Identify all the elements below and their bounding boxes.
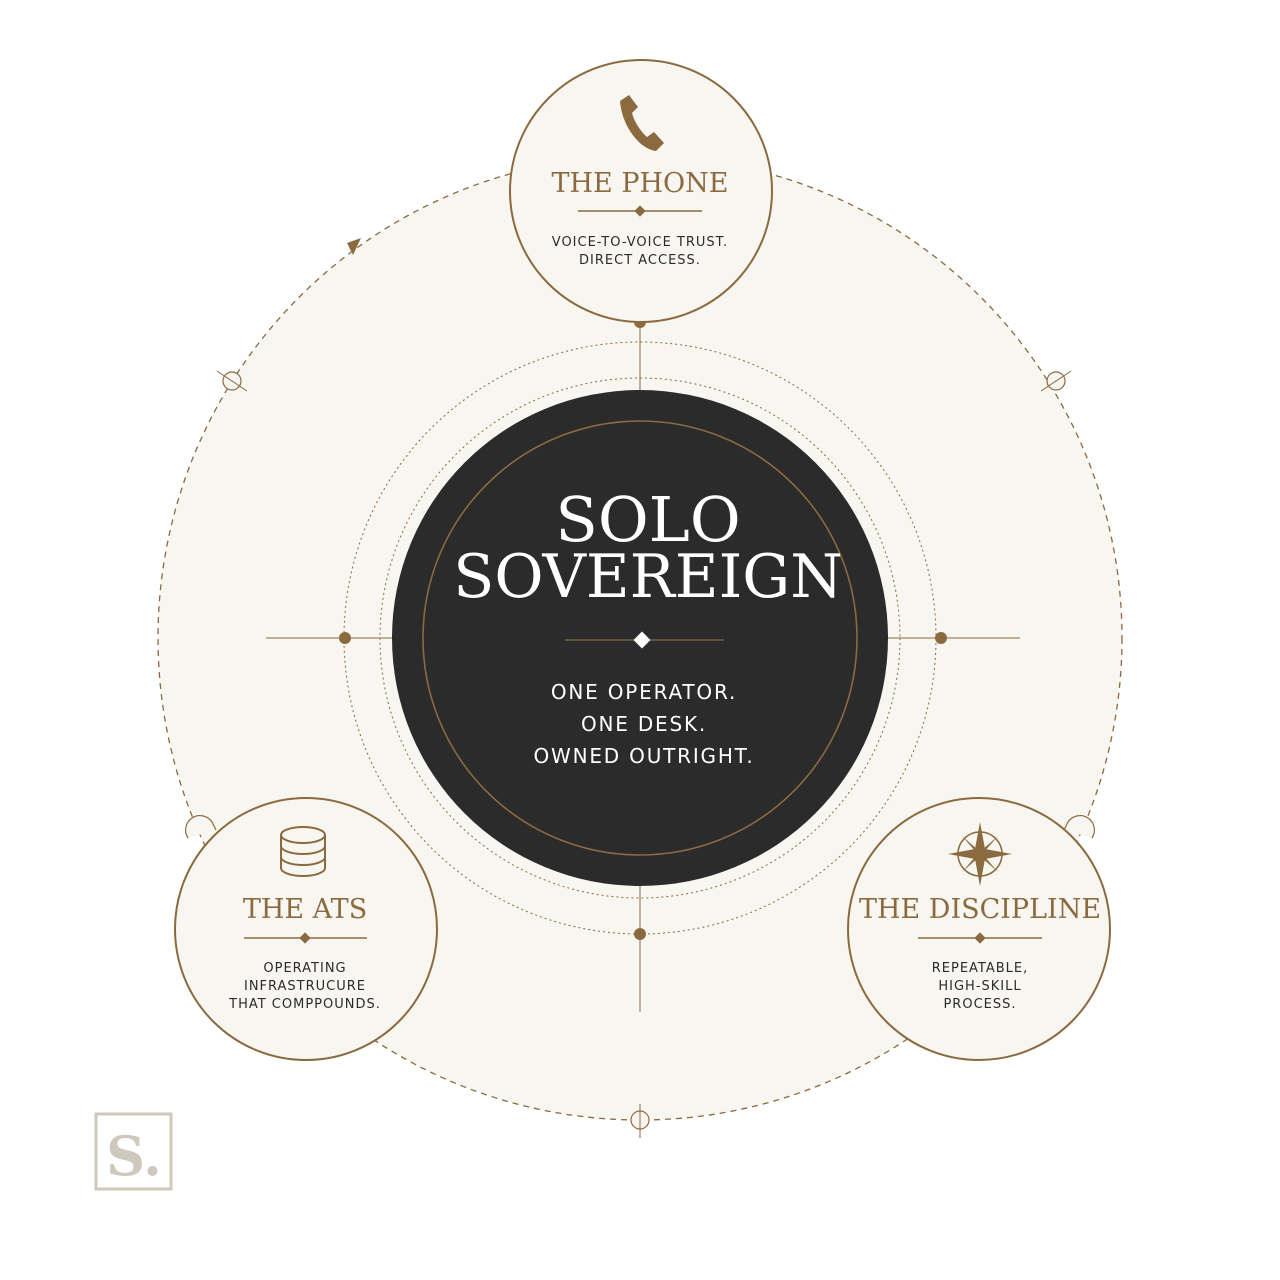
center-tagline-line1: ONE OPERATOR. (551, 680, 737, 704)
axis-dot (634, 928, 646, 940)
node-discipline-desc-line2: HIGH-SKILL (938, 979, 1021, 994)
compass-rose-icon (948, 822, 1012, 886)
node-discipline: THE DISCIPLINE REPEATABLE, HIGH-SKILL PR… (847, 797, 1111, 1061)
center-tagline-line3: OWNED OUTRIGHT. (533, 744, 754, 768)
node-ats-desc-line1: OPERATING (263, 961, 346, 976)
orbit-marker-left (216, 370, 248, 392)
node-phone-desc-line1: VOICE-TO-VOICE TRUST. (552, 235, 728, 250)
node-ats-desc-line3: THAT COMPPOUNDS. (228, 997, 381, 1012)
node-phone-desc-line2: DIRECT ACCESS. (579, 253, 701, 268)
node-ats-desc-line2: INFRASTRUCURE (244, 979, 366, 994)
connector-tab-right (1063, 815, 1096, 839)
orbit-marker-right (1040, 370, 1072, 392)
node-discipline-desc-line3: PROCESS. (943, 997, 1016, 1012)
orbit-arrow-icon (347, 238, 361, 255)
node-phone: THE PHONE VOICE-TO-VOICE TRUST. DIRECT A… (509, 59, 773, 323)
node-phone-diamond-icon (634, 205, 646, 217)
connector-tab-left (184, 815, 217, 839)
axis-dot (935, 632, 947, 644)
node-ats-diamond-icon (299, 932, 311, 944)
phone-icon (620, 95, 664, 151)
center-divider-diamond-icon (633, 631, 651, 649)
node-ats: THE ATS OPERATING INFRASTRUCURE THAT COM… (174, 797, 438, 1061)
center-title-line2: SOVEREIGN (453, 542, 842, 612)
brand-logo-text: S. (106, 1124, 162, 1188)
node-discipline-diamond-icon (974, 932, 986, 944)
node-phone-title: THE PHONE (551, 168, 728, 199)
axis-dot (339, 632, 351, 644)
node-ats-title: THE ATS (243, 894, 367, 925)
orbit-marker-bottom (630, 1104, 650, 1138)
center-hub: SOLO SOVEREIGN ONE OPERATOR. ONE DESK. O… (392, 390, 888, 886)
node-discipline-title: THE DISCIPLINE (859, 894, 1101, 925)
database-icon (280, 826, 326, 877)
node-discipline-desc-line1: REPEATABLE, (932, 961, 1029, 976)
brand-logo: S. (94, 1112, 173, 1191)
center-tagline-line2: ONE DESK. (581, 712, 707, 736)
center-title-line1: SOLO (555, 483, 740, 556)
